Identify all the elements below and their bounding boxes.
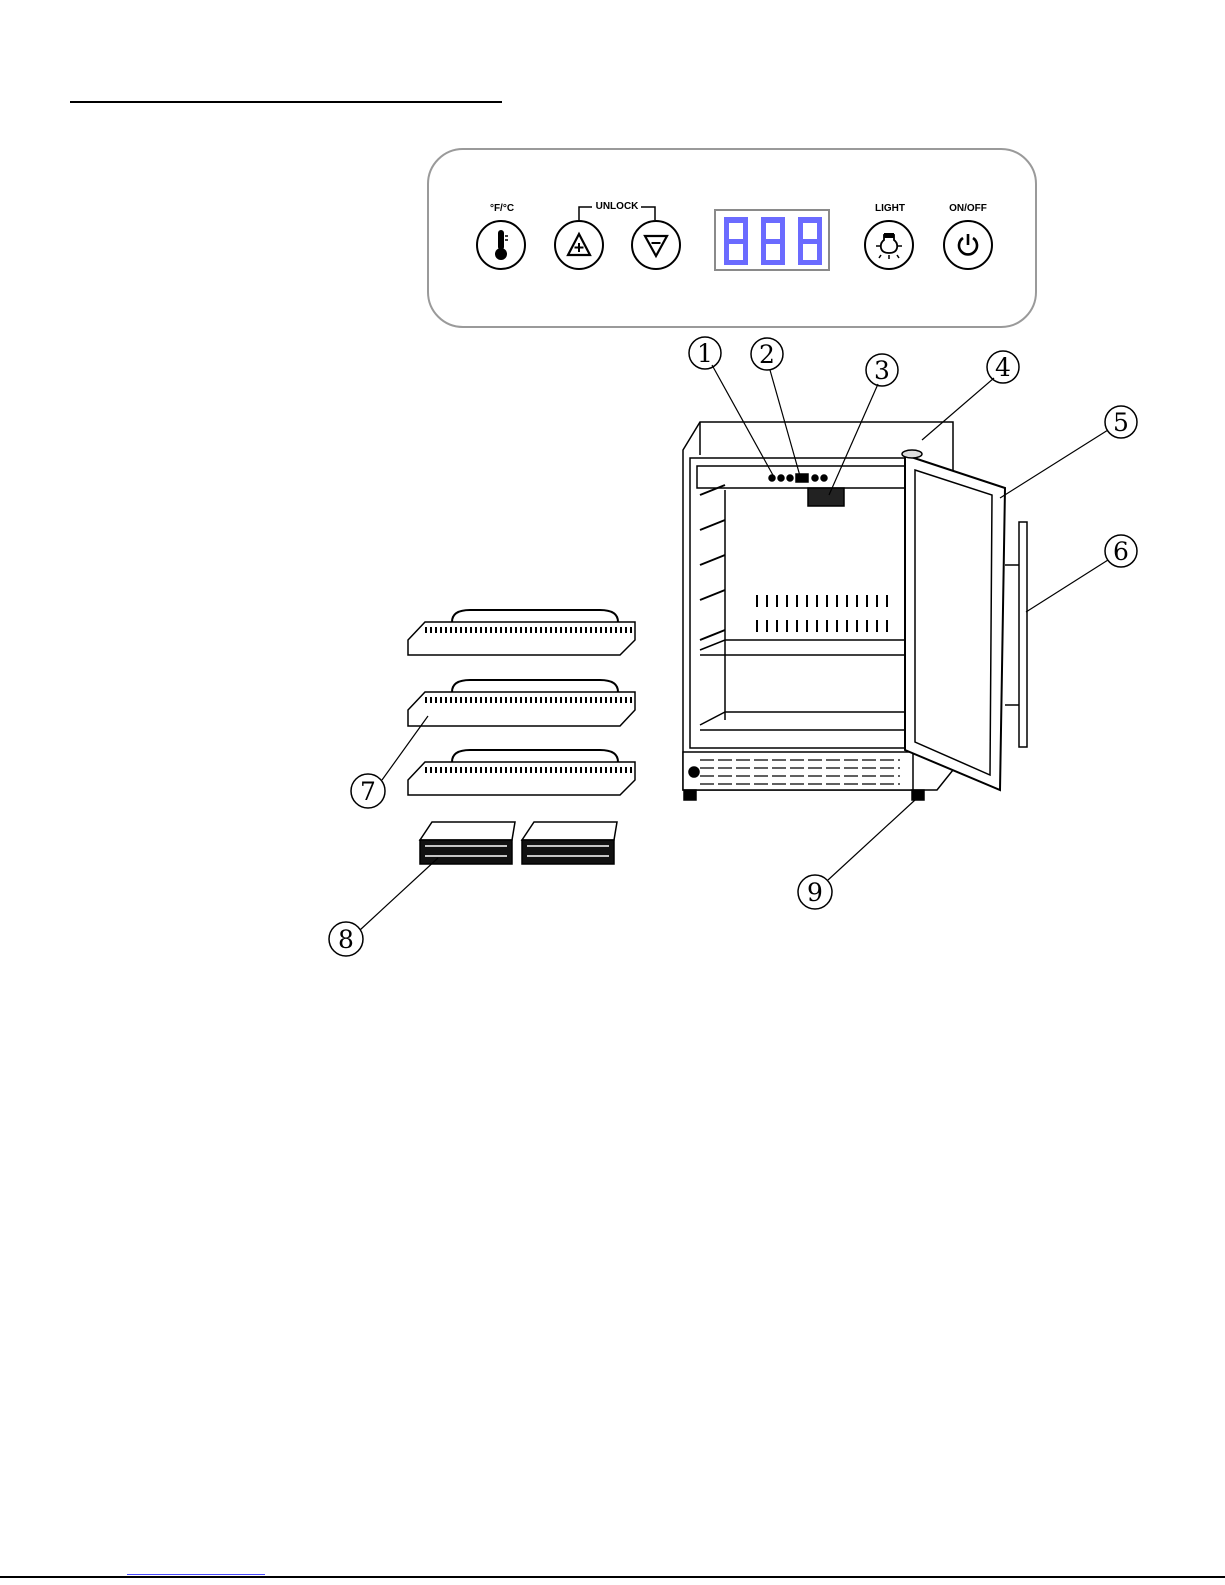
callout-4: 4 xyxy=(995,353,1011,382)
callout-6: 6 xyxy=(1113,537,1129,566)
door-handle xyxy=(1005,522,1027,747)
callout-9: 9 xyxy=(807,878,823,907)
glass-door xyxy=(902,450,1005,790)
callout-7: 7 xyxy=(360,777,376,806)
callout-8: 8 xyxy=(338,925,354,954)
callout-3: 3 xyxy=(874,356,890,385)
footer-rule xyxy=(0,1576,1225,1578)
footer-link-underline xyxy=(127,1574,265,1575)
callout-1: 1 xyxy=(697,339,713,368)
wire-shelves xyxy=(408,610,635,795)
callout-5: 5 xyxy=(1113,408,1129,437)
callout-2: 2 xyxy=(759,340,775,369)
wire-baskets xyxy=(420,822,617,864)
